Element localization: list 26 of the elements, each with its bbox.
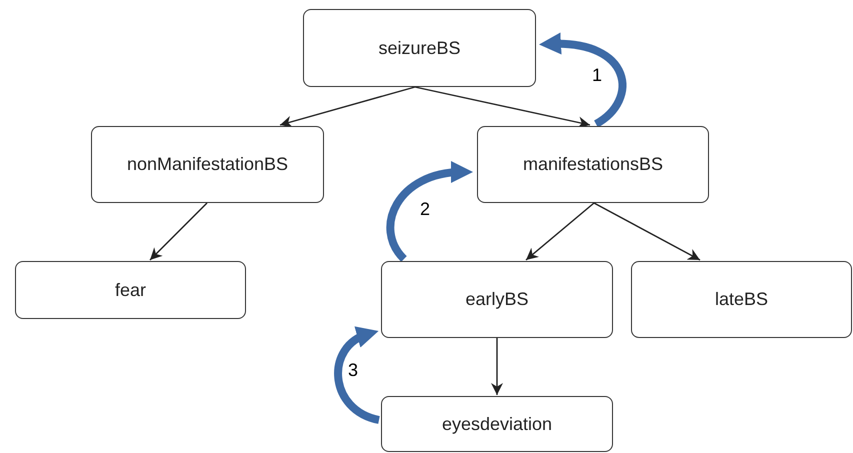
step-number: 2 [420,200,430,218]
node-label: nonManifestationBS [126,153,288,176]
node-label: manifestationsBS [522,153,664,176]
node-label: earlyBS [465,288,529,311]
curved-arrow [386,162,473,262]
process-box [303,9,536,87]
process-box [381,396,613,452]
arrow [280,86,416,128]
node-label: seizureBS [378,36,461,60]
curved-arrow [539,33,626,128]
arrow [526,202,594,261]
arrow [594,202,700,261]
arrow [491,338,503,395]
process-box [15,261,246,319]
arrow [150,202,208,260]
node-label: eyesdeviation [442,412,552,436]
node-label: fear [114,278,146,302]
process-box [477,126,709,203]
step-number: 1 [592,66,602,84]
curved-arrow [334,328,380,424]
step-number: 3 [348,361,358,379]
arrow [414,86,590,128]
process-box [91,126,324,203]
node-label: lateBS [714,288,768,311]
process-box [631,261,852,338]
process-box [381,261,613,338]
